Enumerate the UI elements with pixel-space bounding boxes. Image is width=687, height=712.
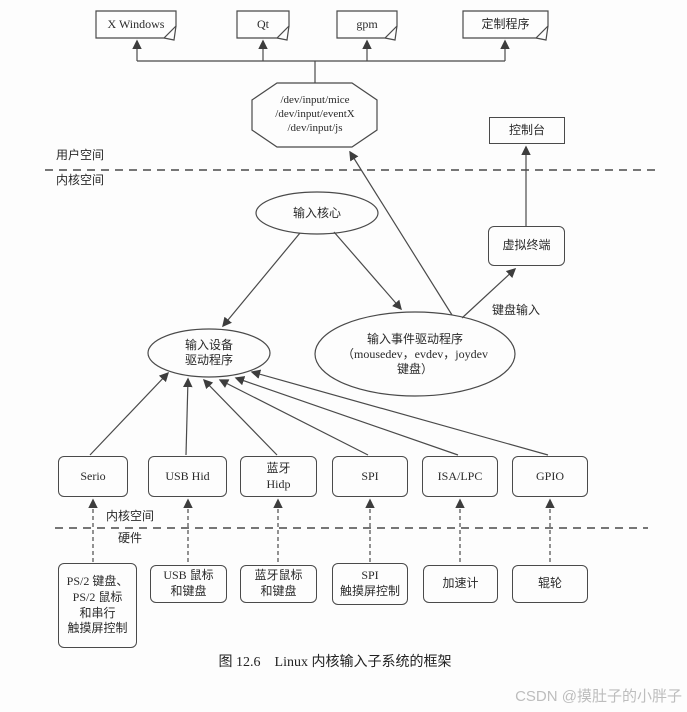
solid-arrows xyxy=(89,39,549,456)
node-label-line: USB Hid xyxy=(165,468,210,483)
console-label: 控制台 xyxy=(508,122,545,137)
device-node-line: /dev/input/eventX xyxy=(275,108,355,121)
virtual-terminal-node: 虚拟终端 xyxy=(488,226,565,266)
hw-node-spi-touch: SPI 触摸屏控制 xyxy=(332,563,408,605)
keyboard-input-edge-label: 键盘输入 xyxy=(492,303,541,317)
node-label-line: PS/2 鼠标 xyxy=(72,589,123,604)
region-separators xyxy=(45,169,657,529)
node-label-line: 和键盘 xyxy=(170,584,207,598)
bus-node-spi: SPI xyxy=(332,456,408,497)
app-node-shapes xyxy=(95,10,549,41)
region-label-kernel-space-lower: 内核空间 xyxy=(106,509,155,523)
app-node-x-windows: X Windows xyxy=(107,17,165,31)
node-label-line: PS/2 键盘、 xyxy=(66,574,129,589)
input-event-driver-node: 输入事件驱动程序 （mousedev，evdev，joydev 键盘） xyxy=(315,313,515,395)
node-label-line: 辊轮 xyxy=(537,576,562,591)
node-label-line: 触摸屏控制 xyxy=(67,621,128,636)
node-label-line: （mousedev，evdev，joydev xyxy=(342,346,488,361)
ellipse-shapes xyxy=(147,191,516,397)
node-label-line: 蓝牙鼠标 xyxy=(254,568,303,583)
hw-node-accelerometer: 加速计 xyxy=(423,565,498,603)
app-node-qt: Qt xyxy=(257,17,269,31)
console-node: 控制台 xyxy=(489,117,565,144)
device-nodes-octagon xyxy=(251,82,378,148)
device-nodes-label: /dev/input/mice /dev/input/eventX /dev/i… xyxy=(252,87,378,143)
device-node-line: /dev/input/js xyxy=(287,121,343,134)
virtual-terminal-label: 虚拟终端 xyxy=(502,238,551,253)
node-label-line: 和串行 xyxy=(79,605,116,620)
bus-node-gpio: GPIO xyxy=(512,456,588,497)
app-node-custom-program: 定制程序 xyxy=(481,17,530,31)
hw-node-bluetooth-mouse-keyboard: 蓝牙鼠标 和键盘 xyxy=(240,565,317,603)
connector-lines xyxy=(137,60,505,83)
region-label-hardware: 硬件 xyxy=(118,531,143,545)
node-label-line: Serio xyxy=(80,468,106,483)
node-label-line: 输入设备 xyxy=(184,338,233,352)
hw-node-ps2-serial-touch: PS/2 键盘、 PS/2 鼠标 和串行 触摸屏控制 xyxy=(58,563,137,648)
node-label-line: USB 鼠标 xyxy=(163,568,214,583)
bus-node-bluetooth-hidp: 蓝牙 Hidp xyxy=(240,456,317,497)
input-device-driver-node: 输入设备 驱动程序 xyxy=(148,329,270,377)
node-label-line: 驱动程序 xyxy=(184,353,233,367)
bus-node-isa-lpc: ISA/LPC xyxy=(422,456,498,497)
hw-node-roller-wheel: 辊轮 xyxy=(512,565,588,603)
device-node-line: /dev/input/mice xyxy=(280,94,350,107)
node-label-line: 蓝牙 xyxy=(266,460,291,475)
region-label-user-space: 用户空间 xyxy=(56,148,105,162)
figure-caption: 图 12.6 Linux 内核输入子系统的框架 xyxy=(218,655,452,670)
node-label-line: 加速计 xyxy=(442,576,479,591)
node-label-line: SPI xyxy=(361,568,379,583)
node-label-line: SPI xyxy=(361,468,379,483)
input-core-node: 输入核心 xyxy=(292,205,341,220)
bus-node-serio: Serio xyxy=(58,456,128,497)
bus-node-usb-hid: USB Hid xyxy=(148,456,227,497)
watermark: CSDN @摸肚子的小胖子 xyxy=(515,688,682,705)
node-label-line: 输入事件驱动程序 xyxy=(366,331,463,346)
region-label-kernel-space-upper: 内核空间 xyxy=(56,173,105,187)
hw-node-usb-mouse-keyboard: USB 鼠标 和键盘 xyxy=(150,565,227,603)
node-label-line: 触摸屏控制 xyxy=(339,584,400,598)
node-label-line: Hidp xyxy=(266,476,291,491)
node-label-line: GPIO xyxy=(535,468,564,483)
node-label-line: 键盘） xyxy=(396,361,433,376)
app-node-gpm: gpm xyxy=(356,17,378,31)
node-label-line: ISA/LPC xyxy=(437,468,483,483)
node-label-line: 和键盘 xyxy=(260,584,297,598)
dashed-arrows xyxy=(88,498,555,562)
